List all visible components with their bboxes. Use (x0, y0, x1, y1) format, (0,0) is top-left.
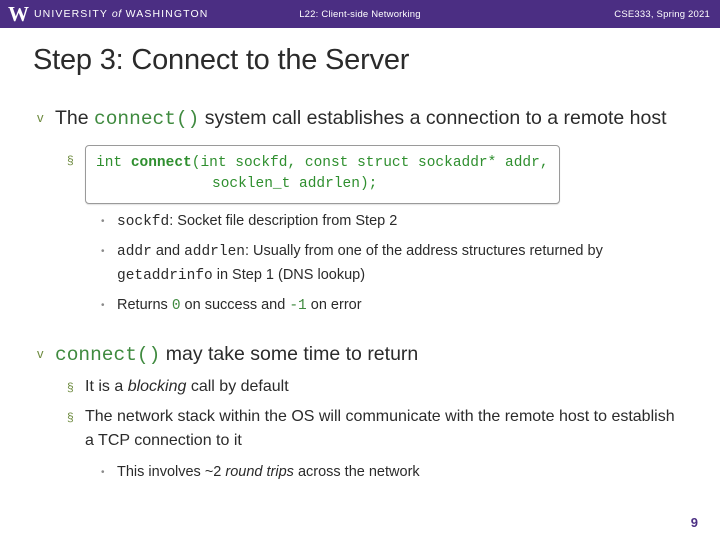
course-term: CSE333, Spring 2021 (614, 8, 710, 20)
s2-text: : Usually from one of the address struct… (244, 243, 603, 259)
diamond-bullet-icon: v (37, 110, 44, 125)
bullet-level1-second-text: connect() may take some time to return (55, 340, 418, 369)
s1-code: sockfd (117, 214, 170, 230)
s3-post: on error (306, 297, 362, 313)
b2s1-pre: It is a (85, 378, 128, 395)
page-title: Step 3: Connect to the Server (33, 44, 410, 76)
b2s3-post: across the network (293, 464, 420, 480)
university-name-pre: UNIVERSITY (34, 8, 108, 20)
sub-bullet-blocking-text: It is a blocking call by default (85, 375, 289, 399)
sub-bullet-round-trips: • This involves ~2 round trips across th… (101, 461, 693, 484)
code-kw-int: int (96, 155, 131, 171)
uw-logo: W UNIVERSITY of WASHINGTON (0, 1, 210, 26)
dot-bullet-icon: • (101, 300, 105, 311)
b2-code: connect() (55, 344, 161, 366)
s1-text: : Socket file description from Step 2 (169, 213, 398, 229)
slide-body: v The connect() system call establishes … (33, 104, 693, 484)
code-type-socklen: socklen_t (212, 176, 291, 192)
s3-pre: Returns (117, 297, 172, 313)
sub-bullet-addr-text: addr and addrlen: Usually from one of th… (117, 240, 677, 288)
sub-bullet-addr: • addr and addrlen: Usually from one of … (101, 240, 693, 288)
code-kw-struct: struct (357, 155, 410, 171)
s3-mid: on success and (180, 297, 290, 313)
s2-code2: addrlen (184, 244, 245, 260)
slide-header: W UNIVERSITY of WASHINGTON L22: Client-s… (0, 0, 720, 28)
code-kw-const: const (304, 155, 349, 171)
sub-bullet-returns-text: Returns 0 on success and -1 on error (117, 294, 362, 318)
university-name-of: of (111, 8, 122, 20)
s2-code3: getaddrinfo (117, 268, 213, 284)
code-param-sockfd: sockfd, (226, 155, 305, 171)
code-block-row: § int connect(int sockfd, const struct s… (67, 145, 693, 204)
sub-bullet-sockfd-text: sockfd: Socket file description from Ste… (117, 210, 397, 234)
university-name-post: WASHINGTON (125, 8, 209, 20)
s2-mid: and (151, 243, 185, 259)
square-bullet-icon: § (67, 380, 74, 394)
b1-pre: The (55, 107, 95, 129)
b2s1-em: blocking (127, 378, 187, 395)
code-line-1: int connect(int sockfd, const struct soc… (96, 153, 549, 174)
square-bullet-icon: § (67, 153, 74, 167)
code-paren: ( (191, 155, 201, 171)
sub-bullet-round-trips-text: This involves ~2 round trips across the … (117, 461, 420, 484)
b2s3-pre: This involves ~2 (117, 464, 226, 480)
b2-text: may take some time to return (160, 343, 419, 365)
bullet-level1-second: v connect() may take some time to return (33, 340, 693, 369)
code-fn-connect: connect (130, 155, 192, 171)
dot-bullet-icon: • (101, 246, 105, 257)
code-space (348, 155, 357, 171)
b1-code: connect() (94, 108, 200, 130)
square-bullet-icon: § (67, 410, 74, 424)
b1-post: system call establishes a connection to … (199, 107, 667, 129)
sub-bullet-returns: • Returns 0 on success and -1 on error (101, 294, 693, 318)
sub-bullet-blocking: § It is a blocking call by default (67, 375, 693, 399)
w-logo-icon: W (8, 1, 29, 26)
s3-neg: -1 (289, 298, 307, 314)
sub-bullet-network-stack-text: The network stack within the OS will com… (85, 408, 675, 449)
university-name: UNIVERSITY of WASHINGTON (34, 8, 208, 20)
code-param-addr: sockaddr* addr, (409, 155, 549, 171)
s2-text2: in Step 1 (DNS lookup) (212, 267, 366, 283)
bullet-level1-text: The connect() system call establishes a … (55, 104, 667, 133)
s2-code: addr (117, 244, 152, 260)
code-block: int connect(int sockfd, const struct soc… (85, 145, 560, 204)
code-param-addrlen: addrlen); (290, 176, 378, 192)
bullet-level1: v The connect() system call establishes … (33, 104, 693, 133)
code-kw-int2: int (200, 155, 227, 171)
code-line-2: socklen_t addrlen); (96, 174, 549, 195)
dot-bullet-icon: • (101, 216, 105, 227)
sub-bullet-sockfd: • sockfd: Socket file description from S… (101, 210, 693, 234)
s3-zero: 0 (171, 298, 181, 314)
b2s1-post: call by default (186, 378, 289, 395)
diamond-bullet-icon: v (37, 346, 44, 361)
dot-bullet-icon: • (101, 467, 105, 478)
lecture-title: L22: Client-side Networking (299, 8, 421, 20)
b2s3-em: round trips (225, 464, 294, 480)
sub-bullet-network-stack: § The network stack within the OS will c… (67, 405, 693, 453)
page-number: 9 (690, 515, 698, 530)
